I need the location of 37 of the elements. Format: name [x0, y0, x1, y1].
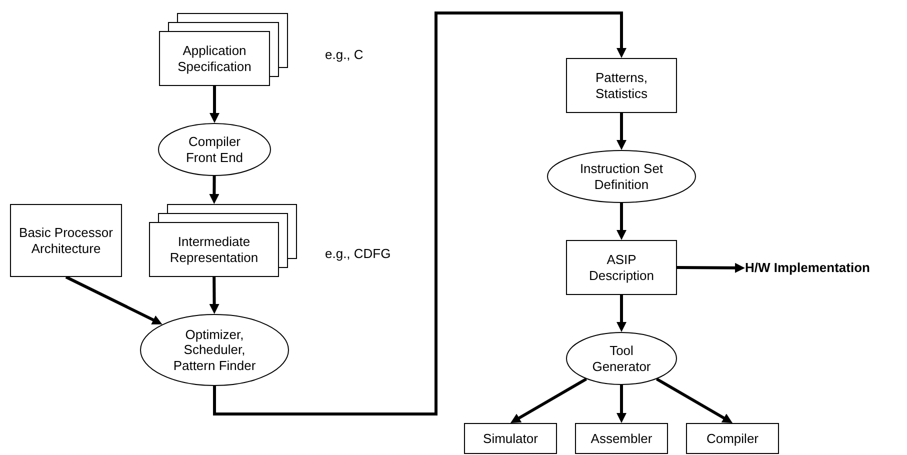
process-box [566, 58, 677, 113]
arrow [676, 262, 745, 273]
node-label: ASIP Description [588, 252, 656, 284]
process-ellipse [566, 332, 677, 385]
node-label: Instruction Set Definition [578, 160, 664, 192]
arrow [65, 276, 162, 324]
node-label: Patterns, Statistics [594, 70, 649, 102]
node-label: Tool Generator [591, 342, 652, 374]
arrow [209, 276, 220, 314]
node-label: Compiler Front End [184, 134, 244, 166]
node-label: Assembler [590, 430, 652, 446]
arrow [616, 203, 626, 240]
process-ellipse [158, 123, 271, 176]
arrow [209, 176, 220, 204]
arrow [656, 378, 733, 424]
process-box [566, 240, 677, 295]
arrow [616, 113, 626, 150]
arrow [210, 86, 220, 123]
node-label: H/W Implementation [745, 260, 870, 276]
process-box [686, 423, 779, 454]
node-label: Compiler [706, 430, 758, 446]
node-label: Application Specification [176, 42, 252, 74]
arrow [213, 12, 626, 416]
example-note: e.g., CDFG [325, 245, 391, 263]
arrow [510, 378, 588, 424]
node-label: Simulator [483, 430, 538, 446]
arrow [616, 295, 626, 332]
process-ellipse [547, 150, 696, 203]
arrow [616, 385, 626, 423]
node-label: Optimizer, Scheduler, Pattern Finder [172, 326, 257, 374]
process-box [10, 204, 122, 277]
process-ellipse [140, 314, 289, 386]
process-box [464, 423, 557, 454]
example-note: e.g., C [325, 46, 364, 64]
process-box [575, 423, 668, 454]
node-label: Basic Processor Architecture [18, 224, 114, 256]
node-label: Intermediate Representation [168, 234, 260, 266]
